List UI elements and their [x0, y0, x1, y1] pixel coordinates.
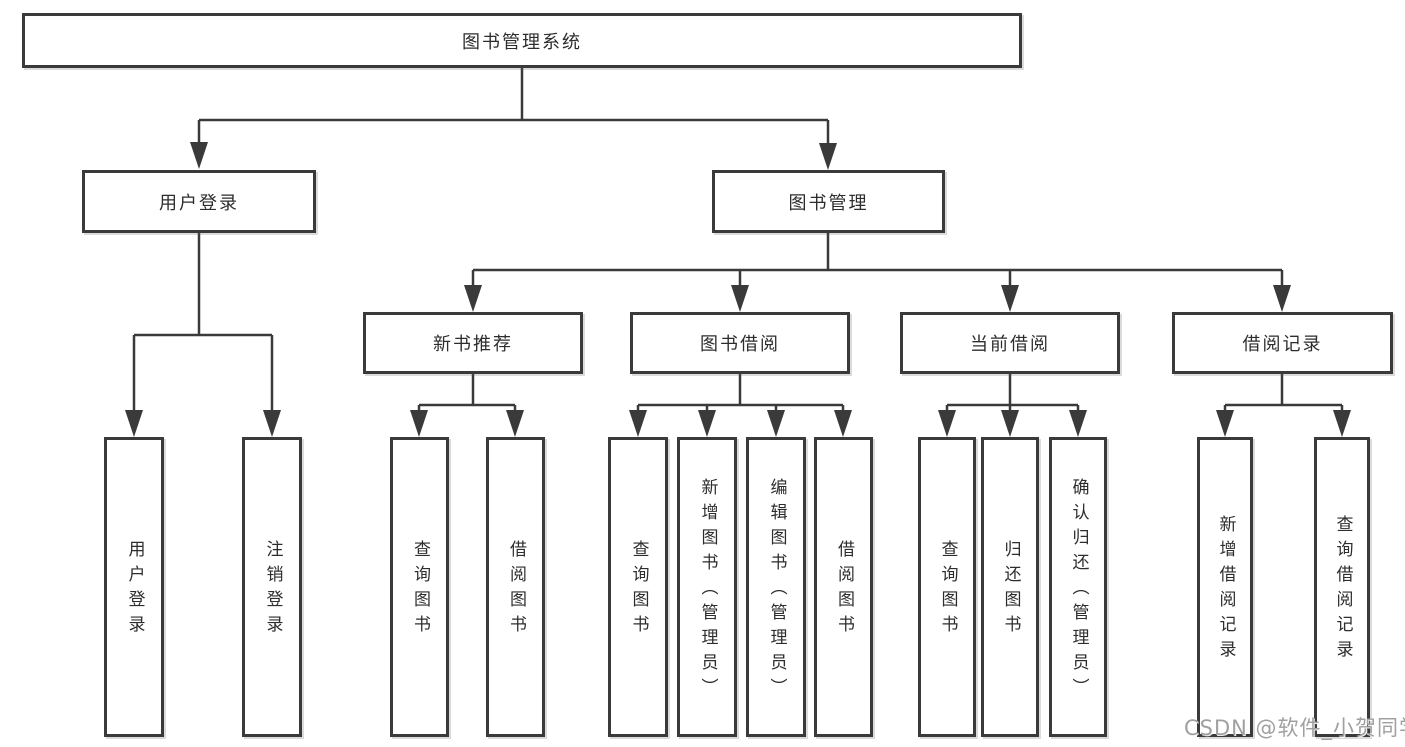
- arrowheads: [125, 142, 1351, 437]
- node-root: 图书管理系统: [22, 13, 1022, 68]
- node-book-management: 图书管理: [712, 170, 945, 233]
- node-new-book-recommend: 新书推荐: [363, 312, 583, 374]
- node-user-login: 用户登录: [82, 170, 316, 233]
- leaf-logout: 注销登录: [242, 437, 302, 737]
- leaf-add-borrow-record: 新增借阅记录: [1197, 437, 1253, 737]
- leaf-confirm-return-admin: 确认归还（管理员）: [1049, 437, 1107, 737]
- leaf-query-books-current: 查询图书: [918, 437, 976, 737]
- node-borrow-records: 借阅记录: [1172, 312, 1393, 374]
- leaf-borrow-books: 借阅图书: [814, 437, 873, 737]
- leaf-borrow-books-recommend: 借阅图书: [486, 437, 545, 737]
- leaf-query-borrow-record: 查询借阅记录: [1314, 437, 1370, 737]
- leaf-query-books-borrow: 查询图书: [608, 437, 668, 737]
- node-book-borrow: 图书借阅: [630, 312, 850, 374]
- leaf-user-login: 用户登录: [104, 437, 164, 737]
- leaf-edit-book-admin: 编辑图书（管理员）: [746, 437, 806, 737]
- watermark: CSDN @软件_小贺同学: [1184, 716, 1405, 740]
- leaf-add-book-admin: 新增图书（管理员）: [677, 437, 737, 737]
- node-current-borrow: 当前借阅: [900, 312, 1120, 374]
- leaf-query-books-recommend: 查询图书: [390, 437, 449, 737]
- leaf-return-books: 归还图书: [981, 437, 1039, 737]
